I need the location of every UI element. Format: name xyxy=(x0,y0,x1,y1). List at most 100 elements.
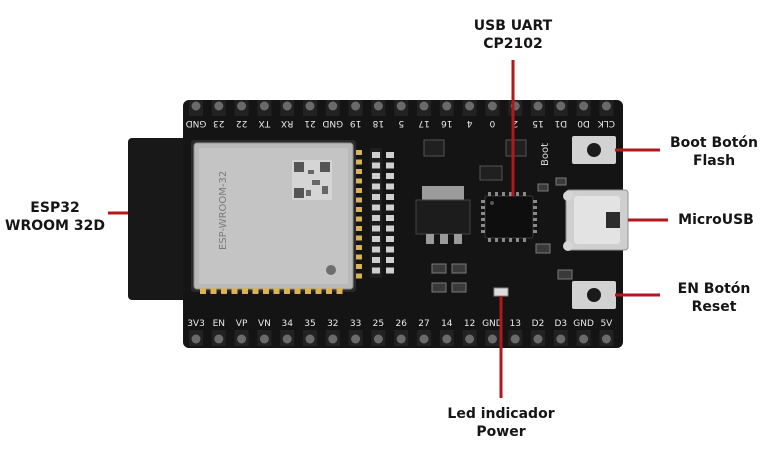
bottom-header-pin-hole xyxy=(305,334,315,344)
bottom-header-pin-hole xyxy=(487,334,497,344)
bottom-header-pin-hole xyxy=(442,334,452,344)
module-pad xyxy=(336,288,343,294)
module-pad xyxy=(263,288,269,294)
bottom-pin-label: D2 xyxy=(532,319,545,329)
boot-line2: Flash xyxy=(692,153,736,169)
bottom-pin-label: GND xyxy=(573,319,594,329)
top-pin-label: GND xyxy=(322,118,343,128)
top-header-pin-hole xyxy=(396,101,406,111)
top-pin-label: CLK xyxy=(597,118,615,128)
boot-label: Boot Botón Flash xyxy=(664,134,764,170)
boot-line1: Boot Botón xyxy=(669,135,759,151)
led-line2: Power xyxy=(476,424,526,440)
module-text: ESP-WROOM-32 xyxy=(218,171,229,250)
smd-pad xyxy=(386,246,394,253)
smd-pad xyxy=(372,267,380,274)
pointer-lines xyxy=(108,60,668,398)
top-header-pin-hole xyxy=(237,101,247,111)
voltage-regulator xyxy=(422,186,464,200)
top-header-pin-hole xyxy=(556,101,566,111)
bottom-header-pin-hole xyxy=(373,334,383,344)
bottom-header-pin-hole xyxy=(214,334,224,344)
top-header-pin-hole xyxy=(259,101,269,111)
en-label: EN Botón Reset xyxy=(664,280,764,316)
bottom-header-pin-hole xyxy=(601,334,611,344)
module-pad xyxy=(252,288,259,294)
module-pad xyxy=(200,288,206,294)
bottom-pin-label: VP xyxy=(236,319,248,329)
smd-pad xyxy=(386,257,394,263)
module-pad xyxy=(326,288,332,294)
en-button xyxy=(572,281,616,309)
top-header-pin-hole xyxy=(533,101,543,111)
smd-pad xyxy=(386,267,394,274)
top-pin-label: 5 xyxy=(398,118,404,128)
antenna-area xyxy=(128,138,190,300)
module-pad xyxy=(356,273,362,279)
top-header-pin-hole xyxy=(191,101,201,111)
bottom-header-pin-hole xyxy=(556,334,566,344)
bottom-header-pin-hole xyxy=(510,334,520,344)
chip-pin xyxy=(502,192,505,196)
en-line1: EN Botón xyxy=(677,281,751,297)
top-pin-label: 4 xyxy=(466,118,472,128)
bottom-pin-label: 34 xyxy=(281,319,293,329)
bottom-pin-label: 33 xyxy=(350,319,361,329)
en-line2: Reset xyxy=(691,299,737,315)
top-header-pin-hole xyxy=(601,101,611,111)
module-pad xyxy=(284,288,290,294)
module-pad xyxy=(315,288,322,294)
smd-pad xyxy=(386,162,394,169)
qr-code xyxy=(292,160,332,200)
smd-pad xyxy=(372,225,380,232)
chip-pin xyxy=(523,192,526,196)
bottom-pin-label: 26 xyxy=(395,319,407,329)
top-header-pin-hole xyxy=(419,101,429,111)
smd-pad xyxy=(386,173,394,179)
module-pad xyxy=(356,254,362,260)
chip-pin xyxy=(481,218,485,221)
smd-pad xyxy=(372,257,380,263)
bottom-header-pin-hole xyxy=(579,334,589,344)
module-pad xyxy=(273,288,280,294)
top-pin-label: 21 xyxy=(304,118,315,128)
power-led xyxy=(493,287,509,297)
top-header-pin-hole xyxy=(465,101,475,111)
bottom-header-pin-hole xyxy=(419,334,429,344)
top-pin-label: 22 xyxy=(236,118,247,128)
module-pad xyxy=(356,216,362,222)
chip-pin xyxy=(533,206,537,209)
top-pin-label: D0 xyxy=(577,118,590,128)
bottom-pin-label: 25 xyxy=(373,319,384,329)
module-pad xyxy=(356,188,362,193)
chip-pin xyxy=(481,212,485,215)
smd-pad xyxy=(386,236,394,242)
bottom-pin-label: D3 xyxy=(554,319,567,329)
bottom-pin-label: 5V xyxy=(600,319,613,329)
top-header-pin-hole xyxy=(487,101,497,111)
chip-pin xyxy=(533,200,537,203)
chip-pin xyxy=(502,238,505,242)
module-pad xyxy=(242,288,248,294)
chip-pin xyxy=(488,192,491,196)
top-pin-label: 15 xyxy=(532,118,543,128)
led-label: Led indicador Power xyxy=(438,405,564,441)
top-header-pin-hole xyxy=(214,101,224,111)
boot-button xyxy=(572,136,616,164)
top-pin-label: RX xyxy=(281,118,293,128)
bottom-pin-label: 35 xyxy=(304,319,315,329)
chip-pin xyxy=(516,192,519,196)
module-pad xyxy=(356,197,362,203)
chip-pin xyxy=(481,200,485,203)
bottom-pin-label: 13 xyxy=(509,319,520,329)
smd-pad xyxy=(372,162,380,169)
bottom-header-pin-hole xyxy=(351,334,361,344)
chip-pin xyxy=(481,224,485,227)
boot-silkscreen: Boot xyxy=(540,143,551,166)
top-pin-label: 18 xyxy=(372,118,384,128)
esp32-module: ESP-WROOM-32 xyxy=(191,140,362,294)
